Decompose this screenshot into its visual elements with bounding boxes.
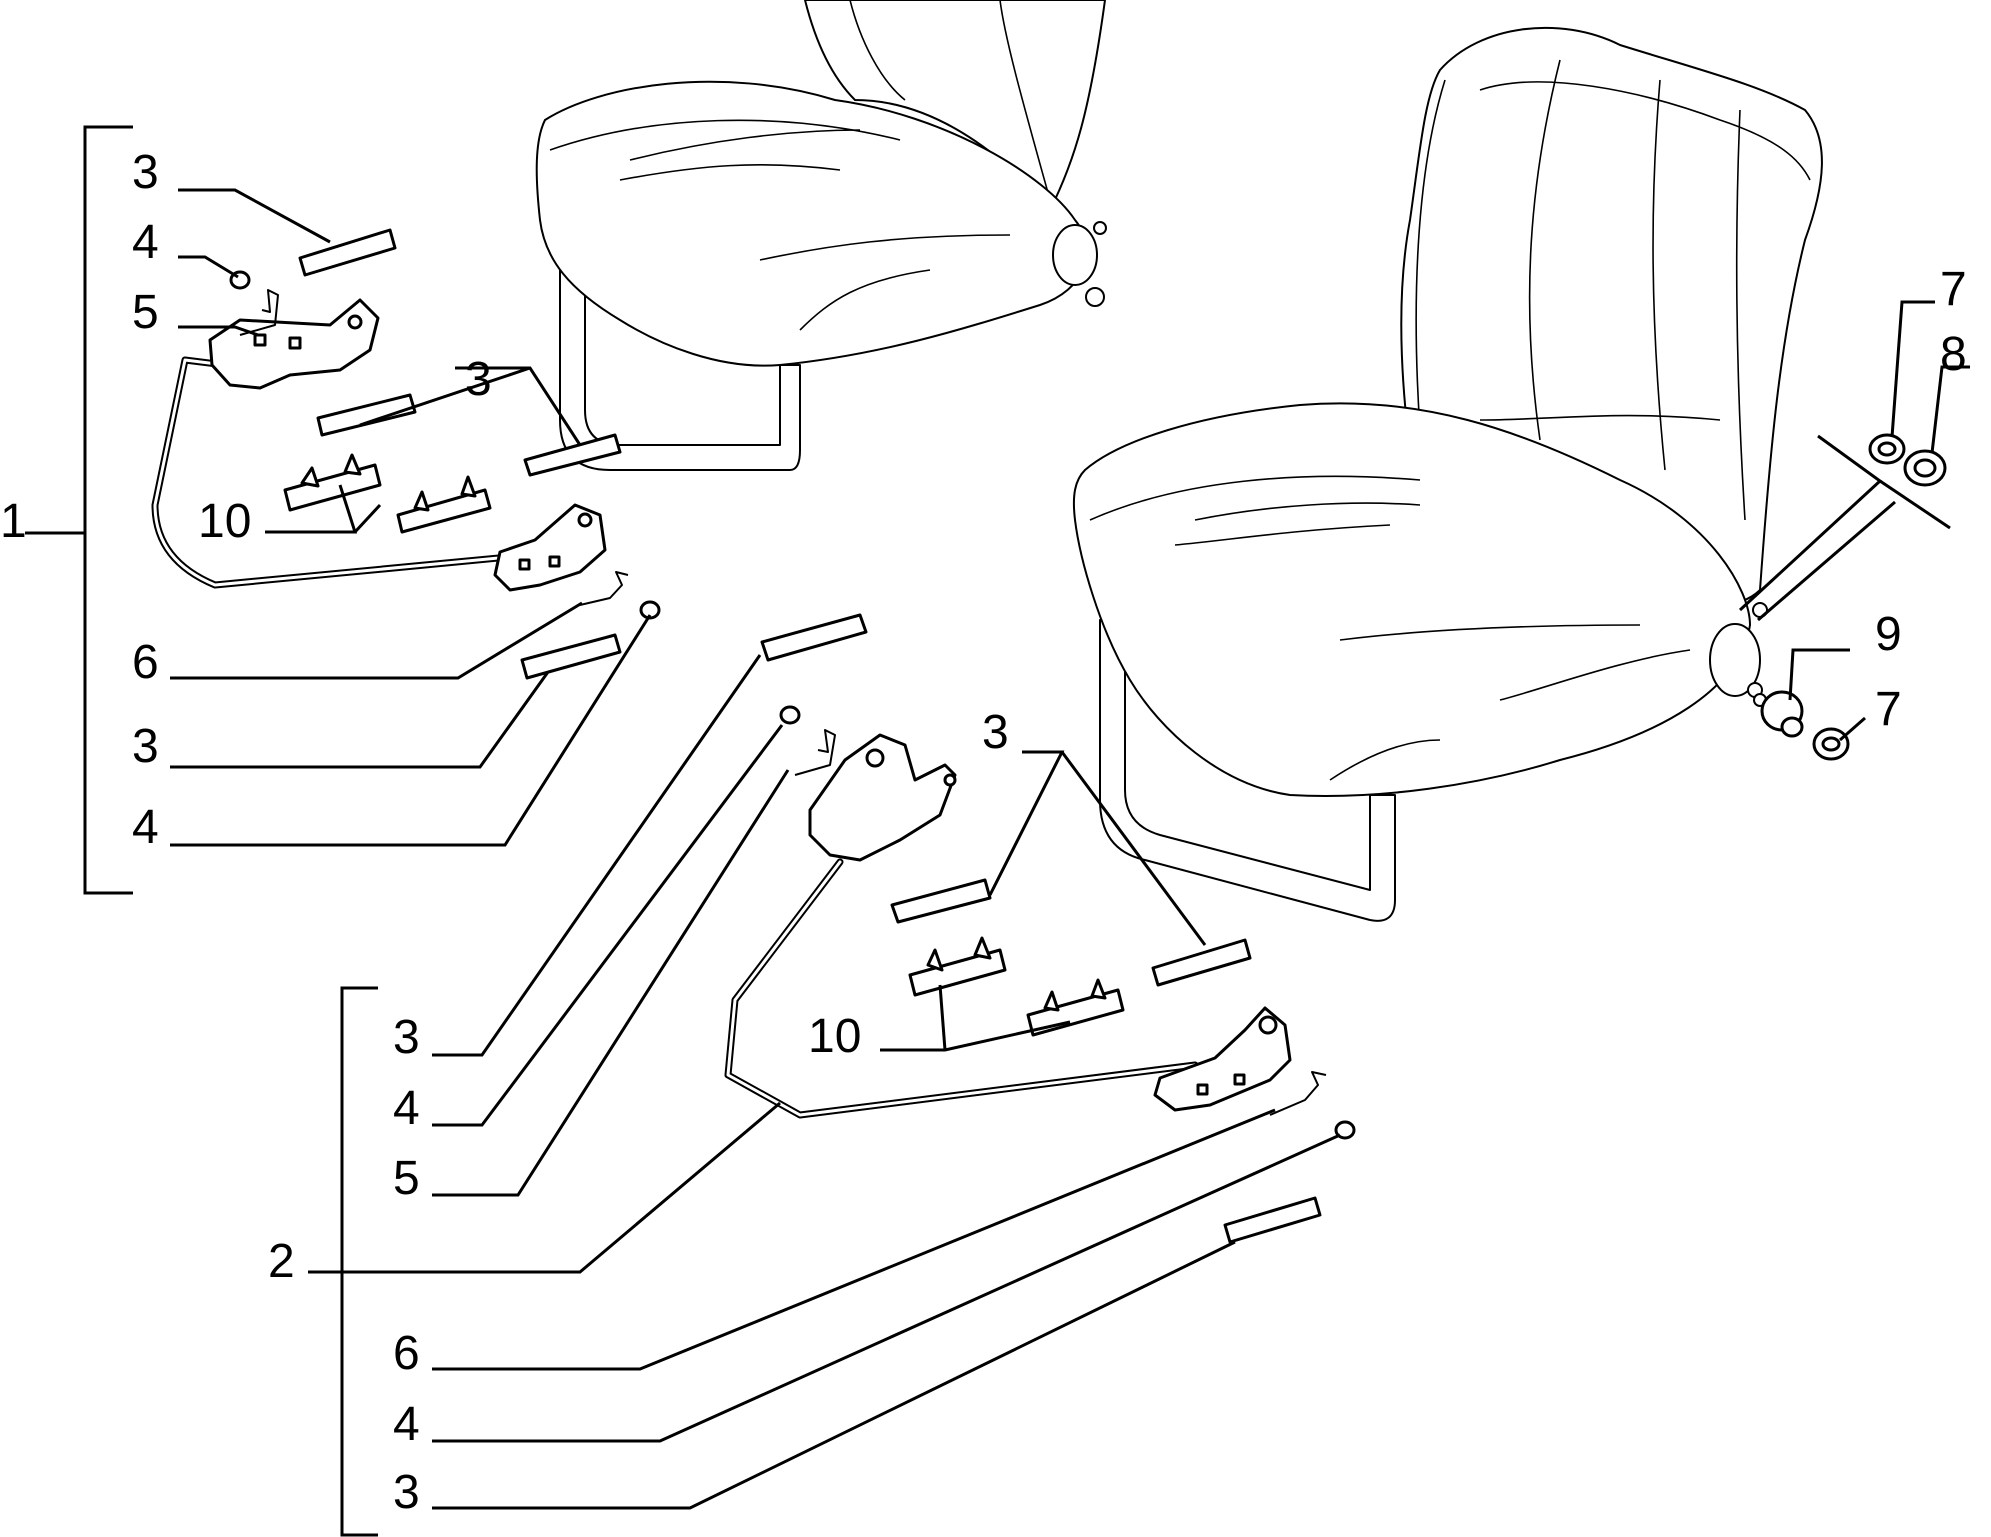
callout-g2-pad-b: 3 [393, 1466, 420, 1519]
callout-bush-bottom: 9 [1875, 608, 1902, 661]
callout-g1-spring-bottom: 6 [132, 636, 159, 689]
callout-washer-bottom: 7 [1875, 683, 1902, 736]
group1-leaders [25, 125, 652, 895]
callout-bush-top: 8 [1940, 328, 1967, 381]
g1-pad-right [523, 433, 622, 477]
hinge-leaders [1738, 300, 1970, 742]
callout-g2-spring-a: 5 [393, 1152, 420, 1205]
callout-g1-clip-bottom: 4 [132, 801, 159, 854]
callout-g1-clip-top: 4 [132, 216, 159, 269]
callout-g1-pad-top: 3 [132, 146, 159, 199]
callout-g2-guide: 10 [808, 1010, 861, 1063]
callout-g2-clip-b: 4 [393, 1398, 420, 1451]
callout-washer-top: 7 [1940, 263, 1967, 316]
callout-1: 1 [0, 495, 27, 548]
group1-bracket [83, 125, 133, 895]
hinge-washer-top [1868, 433, 1906, 465]
callout-g2-clip-a: 4 [393, 1082, 420, 1135]
callout-2: 2 [268, 1235, 295, 1288]
callout-g2-pad-right: 3 [982, 706, 1009, 759]
front-seat-illustration [1072, 26, 1823, 922]
callout-g1-pad-right: 3 [465, 353, 492, 406]
group2-bracket [340, 986, 378, 1537]
callout-g1-pad-bottom: 3 [132, 720, 159, 773]
hinge-bush-top [1903, 449, 1947, 487]
group1-rail-parts [151, 228, 661, 680]
callout-g2-pad-a: 3 [393, 1011, 420, 1064]
g1-pad-top [298, 228, 397, 277]
callout-g2-spring-b: 6 [393, 1327, 420, 1380]
hinge-bush-bottom [1760, 690, 1804, 738]
group2-leaders [308, 654, 1341, 1537]
rear-seat-illustration [535, 0, 1107, 471]
g1-pad-bottom [520, 633, 622, 680]
hinge-washer-bottom [1812, 727, 1850, 761]
g1-pad-mid [316, 393, 417, 437]
callout-g1-guide: 10 [198, 495, 251, 548]
hinge-callouts: 7 8 9 7 [1875, 263, 1967, 736]
group2-rail-parts [724, 613, 1356, 1244]
group1-callouts: 1 3 4 5 3 10 6 3 4 [0, 146, 492, 854]
callout-g1-spring-top: 5 [132, 286, 159, 339]
group2-callouts: 2 3 4 5 3 10 6 4 3 [268, 706, 1009, 1519]
